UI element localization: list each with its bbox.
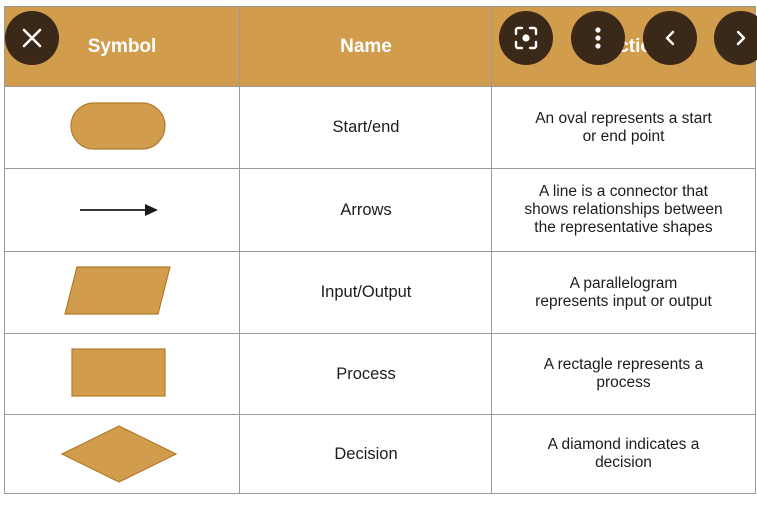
row-divider	[5, 333, 755, 334]
table-row-name: Decision	[334, 444, 398, 463]
function-text: the representative shapes	[534, 219, 713, 236]
row-divider	[5, 251, 755, 252]
arrow-symbol-icon	[80, 204, 158, 216]
function-text: A parallelogram	[569, 274, 678, 292]
row-divider	[5, 168, 755, 169]
table-row-name: Arrows	[340, 200, 392, 219]
table-row-symbol	[5, 252, 239, 333]
table-row-name: Process	[336, 364, 396, 383]
lens-search-icon	[514, 26, 538, 50]
table-row-function: A rectagle represents a process	[492, 334, 755, 414]
function-text: An oval represents a start	[535, 109, 712, 127]
row-divider	[5, 414, 755, 415]
chevron-left-icon	[665, 30, 675, 46]
lens-search-button[interactable]	[499, 11, 553, 65]
table-row-name: Input/Output	[320, 283, 412, 301]
function-text: A line is a connector that	[539, 183, 708, 200]
next-button[interactable]	[714, 11, 757, 65]
close-button[interactable]	[5, 11, 59, 65]
function-text: shows relationships between	[524, 201, 723, 218]
row-divider	[5, 86, 755, 87]
function-text: decision	[595, 454, 652, 471]
flowchart-symbols-table: Symbol Name Function Start/end An oval r…	[4, 6, 756, 494]
previous-button[interactable]	[643, 11, 697, 65]
table-header-row: Symbol Name Function	[5, 7, 755, 86]
function-text: represents input or output	[535, 292, 712, 310]
header-name: Name	[340, 36, 392, 57]
more-options-button[interactable]	[571, 11, 625, 65]
more-vertical-icon	[595, 27, 601, 49]
column-divider	[491, 7, 492, 493]
close-icon	[22, 28, 42, 48]
table-row-symbol	[5, 334, 239, 414]
table-row-function: An oval represents a start or end point	[492, 87, 755, 168]
column-divider	[239, 7, 240, 493]
table-row-function: A parallelogram represents input or outp…	[492, 252, 755, 333]
table-row-function: A line is a connector that shows relatio…	[492, 169, 755, 251]
table-row-symbol	[5, 169, 239, 251]
function-text: A rectagle represents a	[543, 356, 704, 373]
oval-symbol-icon	[70, 102, 166, 150]
table-row-symbol	[5, 415, 239, 493]
header-symbol: Symbol	[87, 36, 157, 57]
table-row-symbol	[5, 87, 239, 168]
chevron-right-icon	[736, 30, 746, 46]
function-text: or end point	[582, 127, 665, 145]
function-text: A diamond indicates a	[547, 436, 700, 453]
diamond-symbol-icon	[60, 425, 178, 483]
parallelogram-symbol-icon	[64, 266, 171, 315]
table-row-function: A diamond indicates a decision	[492, 415, 755, 493]
table-row-name: Start/end	[332, 118, 400, 136]
rectangle-symbol-icon	[71, 348, 166, 397]
function-text: process	[596, 374, 651, 391]
